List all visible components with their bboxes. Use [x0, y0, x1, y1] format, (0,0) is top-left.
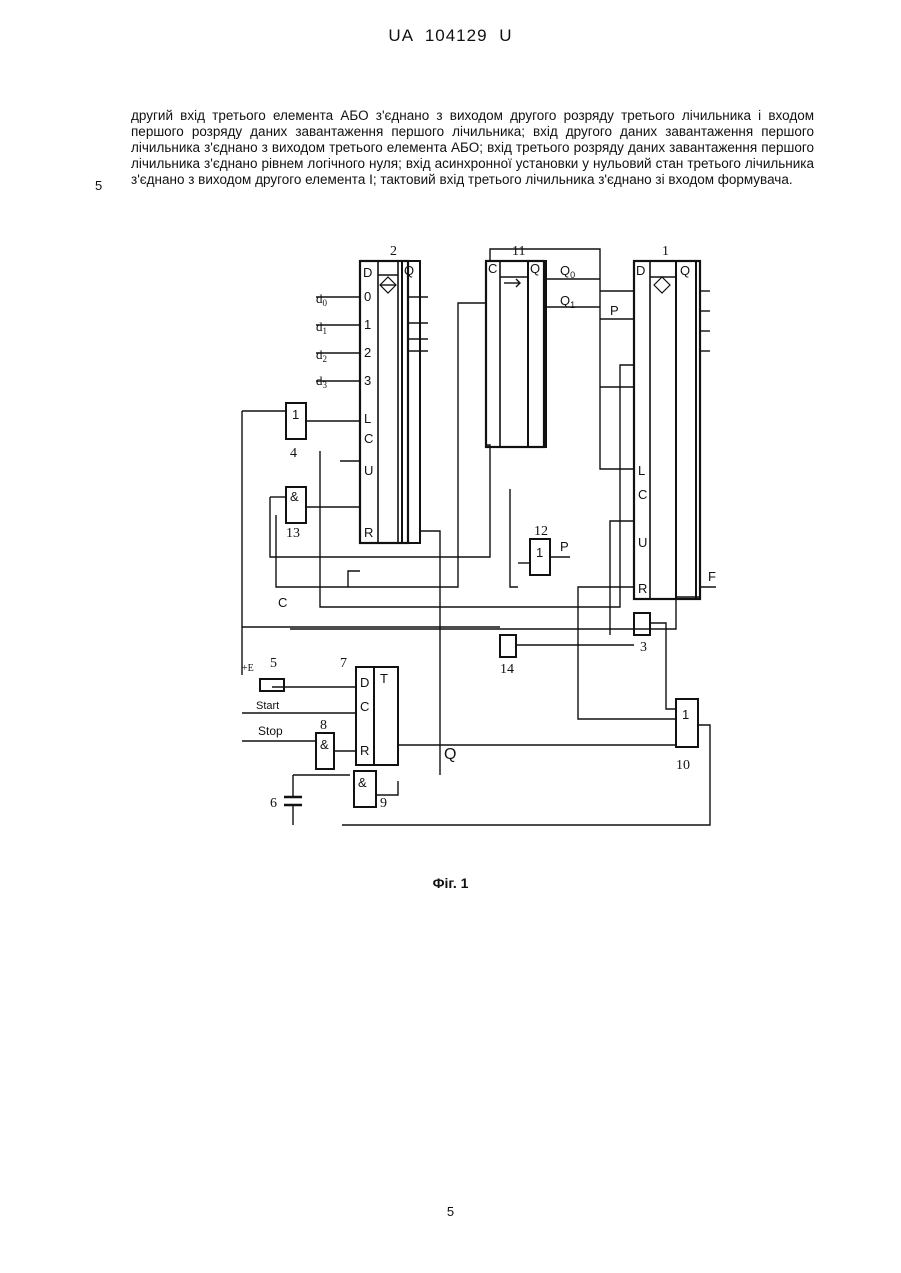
pin-C-7: C	[360, 699, 369, 714]
gate-symbol-13: &	[290, 489, 299, 504]
input-d3: d3	[316, 373, 328, 390]
pin-U-1: U	[638, 535, 647, 550]
pin-C-11: C	[488, 261, 497, 276]
label-zero-2: 0	[364, 289, 371, 304]
counter-11	[486, 261, 544, 447]
pin-Q-2: Q	[404, 263, 414, 278]
pin-D-7: D	[360, 675, 369, 690]
label-one-2: 1	[364, 317, 371, 332]
signal-P-12: P	[560, 539, 569, 554]
document-header: UA 104129 U	[0, 26, 901, 46]
signal-Q1: Q1	[560, 293, 575, 310]
pin-R-7: R	[360, 743, 369, 758]
signal-Q: Q	[444, 746, 456, 763]
pin-R-2: R	[364, 525, 373, 540]
block-number-8: 8	[320, 718, 327, 733]
pin-Q-1: Q	[680, 263, 690, 278]
input-d0: d0	[316, 291, 328, 308]
or-gate-14	[500, 635, 516, 657]
gate-symbol-4: 1	[292, 407, 299, 422]
block-number-3: 3	[640, 640, 647, 655]
gate-symbol-8: &	[320, 737, 329, 752]
signal-start: Start	[256, 700, 279, 712]
pin-C-2: C	[364, 431, 373, 446]
signal-plus-E: +E	[242, 663, 254, 674]
label-two-2: 2	[364, 345, 371, 360]
block-number-14: 14	[500, 662, 514, 677]
block-number-4: 4	[290, 446, 297, 461]
pin-Q-11: Q	[530, 261, 540, 276]
input-d1: d1	[316, 319, 327, 336]
block-number-11: 11	[512, 244, 525, 259]
block-number-13: 13	[286, 526, 300, 541]
gate-symbol-12: 1	[536, 545, 543, 560]
signal-C: C	[278, 595, 287, 610]
label-three-2: 3	[364, 373, 371, 388]
pin-L-2: L	[364, 411, 371, 426]
figure-caption: Фіг. 1	[0, 875, 901, 891]
pin-L-1: L	[638, 463, 645, 478]
page-number: 5	[0, 1204, 901, 1219]
block-number-2: 2	[390, 244, 397, 259]
or-gate-3	[634, 613, 650, 635]
gate-symbol-10: 1	[682, 707, 689, 722]
block-number-12: 12	[534, 524, 548, 539]
pin-D-2: D	[363, 265, 372, 280]
signal-stop: Stop	[258, 724, 283, 738]
pin-R-1: R	[638, 581, 647, 596]
block-number-10: 10	[676, 758, 690, 773]
block-number-9: 9	[380, 796, 387, 811]
signal-Q0: Q0	[560, 263, 575, 280]
block-number-1: 1	[662, 244, 669, 259]
claim-paragraph: другий вхід третього елемента АБО з'єдна…	[131, 108, 814, 188]
gate-symbol-9: &	[358, 775, 367, 790]
pin-C-1: C	[638, 487, 647, 502]
circuit-diagram: 2 11 1 4 13 12 14 3 5 7 8 9 6 10 D Q C Q…	[230, 235, 730, 835]
line-number: 5	[95, 178, 102, 193]
signal-P: P	[610, 303, 619, 318]
input-d2: d2	[316, 347, 327, 364]
block-number-6: 6	[270, 796, 277, 811]
block-number-5: 5	[270, 656, 277, 671]
pin-D-1: D	[636, 263, 645, 278]
signal-F: F	[708, 569, 716, 584]
pin-T-7: T	[380, 671, 388, 686]
block-number-7: 7	[340, 656, 347, 671]
resistor-5	[260, 679, 284, 691]
pin-U-2: U	[364, 463, 373, 478]
